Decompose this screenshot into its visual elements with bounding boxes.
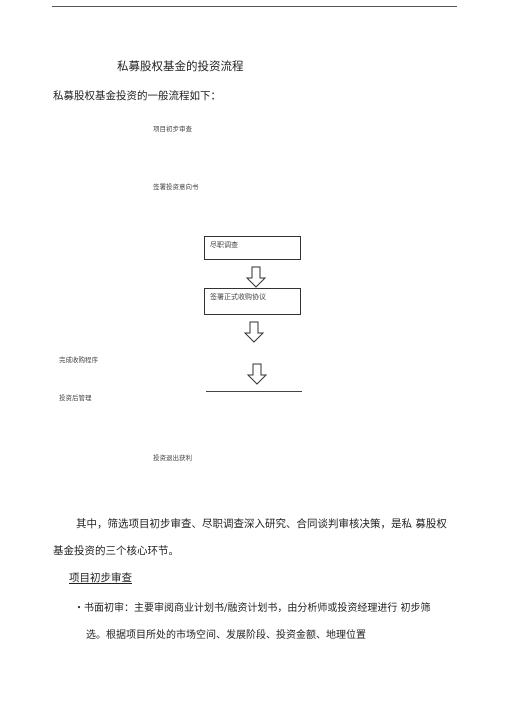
flow-box-acquisition-agreement: 签署正式收购协议: [204, 288, 301, 315]
flow-divider-line: [206, 391, 302, 392]
flow-step-exit: 投资退出获利: [153, 454, 192, 462]
intro-text: 私募股权基金投资的一般流程如下：: [53, 90, 221, 102]
section-heading: 项目初步审查: [69, 572, 132, 584]
paragraph-line-1: 其中，筛选项目初步审查、尽职调查深入研究、合同谈判审核决策，是私 募股权: [76, 518, 447, 530]
down-arrow-icon: [245, 266, 267, 288]
down-arrow-icon: [243, 321, 265, 343]
bullet-line-1: ・书面初审：主要审阅商业计划书/融资计划书，由分析师或投资经理进行 初步筛: [74, 603, 431, 614]
flow-step-letter-of-intent: 签署投资意向书: [153, 183, 199, 191]
flow-step-post-investment: 投资后管理: [59, 394, 92, 402]
bullet-line-2: 选。根据项目所处的市场空间、发展阶段、投资金额、地理位置: [86, 630, 366, 641]
down-arrow-icon: [246, 363, 268, 385]
paragraph-line-2: 基金投资的三个核心环节。: [53, 545, 179, 557]
flow-step-complete-acquisition: 完成收购程序: [59, 356, 98, 364]
flow-box-due-diligence: 尽职调查: [204, 236, 301, 260]
flow-step-initial-review: 项目初步审查: [153, 125, 192, 133]
document-title: 私募股权基金的投资流程: [117, 59, 244, 73]
header-rule: [52, 6, 457, 7]
flow-step-due-diligence: 尽职调查: [210, 241, 238, 249]
flow-step-acquisition-agreement: 签署正式收购协议: [210, 293, 266, 301]
